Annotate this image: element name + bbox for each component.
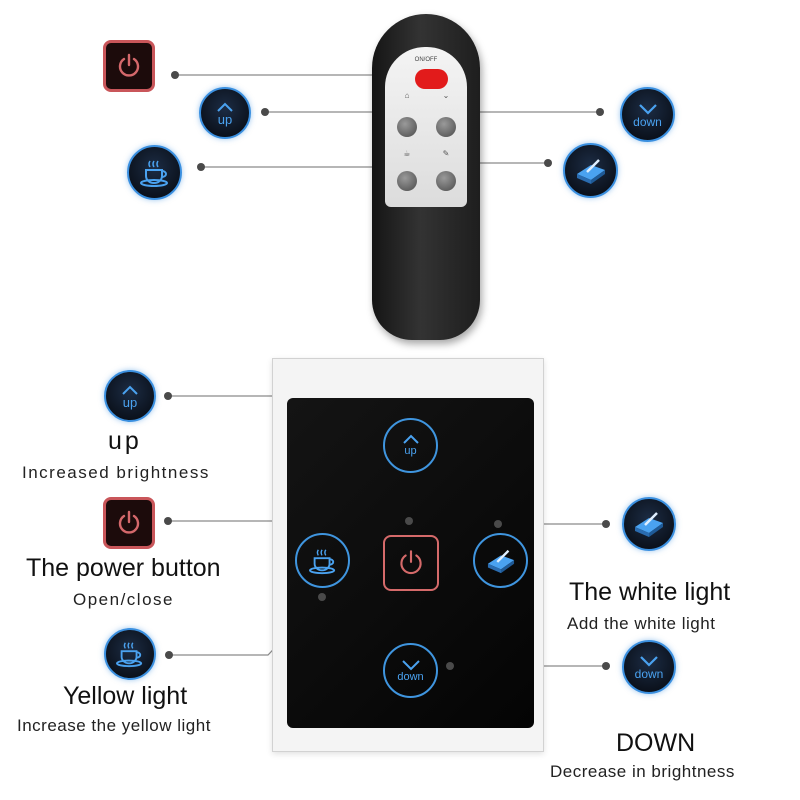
down-description: Decrease in brightness bbox=[550, 762, 735, 781]
panel-white-light-button[interactable] bbox=[473, 533, 528, 588]
up-icon: up bbox=[199, 87, 251, 139]
dot-remote-power bbox=[171, 71, 179, 79]
panel-yellow-light-button[interactable] bbox=[295, 533, 350, 588]
dot-panel-down bbox=[446, 662, 454, 670]
down-icon-text: down bbox=[633, 114, 662, 129]
legend-down-icon: down bbox=[622, 640, 676, 694]
remote-white-button[interactable] bbox=[436, 171, 456, 191]
dot-panel-power-left bbox=[164, 517, 172, 525]
dot-remote-yellow bbox=[197, 163, 205, 171]
up-description: Increased brightness bbox=[22, 463, 210, 482]
legend-up-icon: up bbox=[104, 370, 156, 422]
white-light-title: The white light bbox=[569, 578, 731, 606]
dot-remote-up bbox=[261, 108, 269, 116]
dot-panel-yellow-left bbox=[165, 651, 173, 659]
legend-power-icon bbox=[103, 497, 155, 549]
panel-up-text: up bbox=[404, 445, 417, 457]
white-light-lamp-icon bbox=[563, 143, 618, 198]
panel-up-button[interactable]: up bbox=[383, 418, 438, 473]
dot-panel-white bbox=[494, 520, 502, 528]
remote-down-button[interactable] bbox=[436, 117, 456, 137]
panel-down-text: down bbox=[397, 670, 424, 683]
dot-panel-white-right bbox=[602, 520, 610, 528]
remote-control: ON/OFF ⌂ ⌄ ☕ ✎ bbox=[372, 14, 480, 340]
power-description: Open/close bbox=[73, 590, 174, 609]
legend-white-light-lamp-icon bbox=[622, 497, 676, 551]
remote-yellow-glyph-icon: ☕ bbox=[403, 149, 411, 158]
dot-panel-up-left bbox=[164, 392, 172, 400]
remote-power-button[interactable] bbox=[415, 69, 448, 89]
remote-yellow-button[interactable] bbox=[397, 171, 417, 191]
remote-on-off-label: ON/OFF bbox=[414, 57, 438, 63]
dot-panel-power bbox=[405, 517, 413, 525]
remote-up-glyph-icon: ⌂ bbox=[404, 91, 410, 100]
remote-face: ON/OFF ⌂ ⌄ ☕ ✎ bbox=[385, 47, 467, 207]
white-light-description: Add the white light bbox=[567, 614, 716, 633]
dot-remote-down bbox=[596, 108, 604, 116]
remote-down-glyph-icon: ⌄ bbox=[442, 91, 450, 100]
legend-up-icon-text: up bbox=[122, 394, 138, 410]
remote-up-button[interactable] bbox=[397, 117, 417, 137]
legend-coffee-cup-icon bbox=[104, 628, 156, 680]
yellow-light-description: Increase the yellow light bbox=[17, 716, 211, 735]
power-title: The power button bbox=[26, 554, 221, 582]
down-title: DOWN bbox=[616, 729, 696, 757]
dot-panel-yellow bbox=[318, 593, 326, 601]
dot-panel-down-right bbox=[602, 662, 610, 670]
down-icon: down bbox=[620, 87, 675, 142]
coffee-cup-icon bbox=[127, 145, 182, 200]
up-icon-text: up bbox=[217, 111, 233, 127]
dot-remote-white bbox=[544, 159, 552, 167]
panel-down-button[interactable]: down bbox=[383, 643, 438, 698]
power-icon bbox=[103, 40, 155, 92]
up-title: up bbox=[108, 427, 142, 455]
remote-white-glyph-icon: ✎ bbox=[442, 149, 450, 158]
yellow-light-title: Yellow light bbox=[63, 682, 188, 710]
panel-power-button[interactable] bbox=[383, 535, 439, 591]
legend-down-icon-text: down bbox=[634, 667, 664, 681]
